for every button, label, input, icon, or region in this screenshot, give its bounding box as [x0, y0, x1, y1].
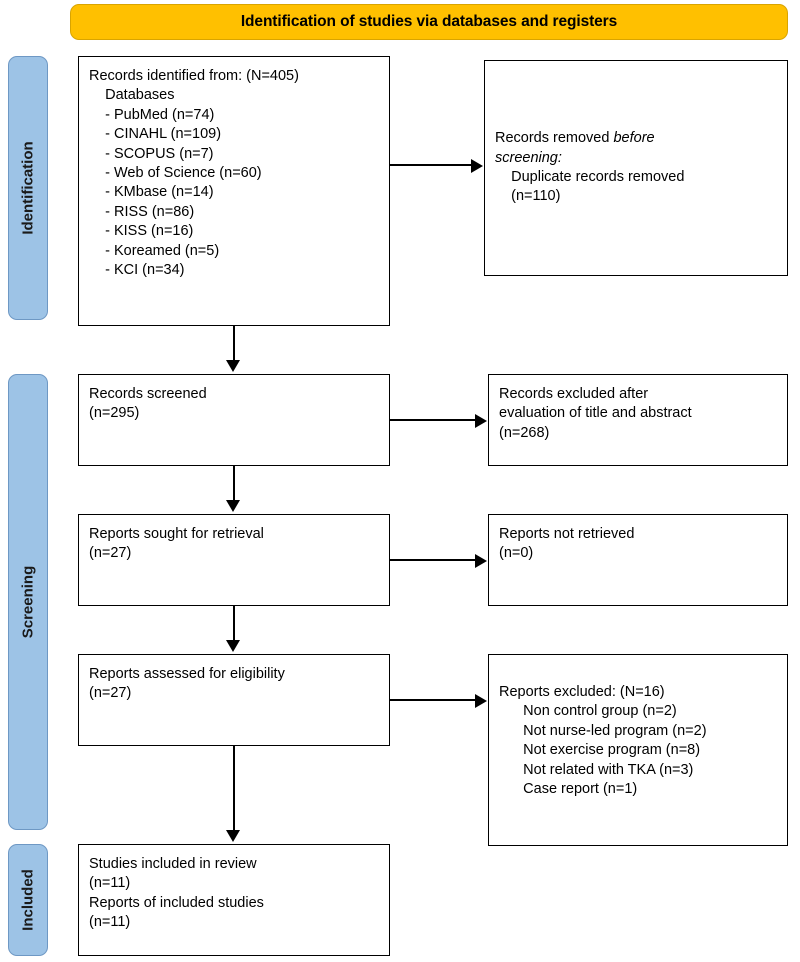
stage-rail-identification: Identification [8, 56, 48, 320]
connector-assessed-to-included [233, 746, 235, 832]
box-reports-excluded-eligibility-text: Reports excluded: (N=16) Non control gro… [499, 684, 707, 798]
records-removed-before: before [613, 130, 655, 147]
connector-screened-to-excluded [390, 419, 476, 421]
box-studies-included: Studies included in review (n=11) Report… [78, 844, 390, 956]
diagram-banner: Identification of studies via databases … [70, 4, 788, 40]
box-reports-not-retrieved: Reports not retrieved (n=0) [488, 514, 788, 606]
connector-screened-to-sought [233, 466, 235, 502]
box-reports-sought-text: Reports sought for retrieval (n=27) [89, 526, 264, 562]
arrowhead-sought-to-assessed-icon [226, 640, 240, 652]
box-reports-excluded-eligibility: Reports excluded: (N=16) Non control gro… [488, 654, 788, 846]
stage-label-included: Included [19, 869, 37, 931]
arrowhead-identified-to-removed-icon [471, 159, 483, 173]
box-reports-not-retrieved-text: Reports not retrieved (n=0) [499, 526, 635, 562]
arrowhead-assessed-to-excluded-eligibility-icon [475, 694, 487, 708]
connector-assessed-to-excluded-eligibility [390, 699, 476, 701]
box-records-screened: Records screened (n=295) [78, 374, 390, 466]
box-reports-assessed-text: Reports assessed for eligibility (n=27) [89, 666, 285, 702]
connector-identified-to-removed [390, 164, 472, 166]
box-records-screened-text: Records screened (n=295) [89, 386, 207, 422]
arrowhead-screened-to-sought-icon [226, 500, 240, 512]
stage-label-identification: Identification [19, 141, 37, 235]
banner-title: Identification of studies via databases … [240, 13, 618, 30]
stage-rail-included: Included [8, 844, 48, 956]
records-removed-detail: Duplicate records removed (n=110) [511, 169, 685, 205]
connector-sought-to-assessed [233, 606, 235, 642]
box-studies-included-text: Studies included in review (n=11) Report… [89, 856, 264, 931]
arrowhead-screened-to-excluded-icon [475, 414, 487, 428]
box-records-excluded-title-abstract: Records excluded after evaluation of tit… [488, 374, 788, 466]
connector-sought-to-not-retrieved [390, 559, 476, 561]
arrowhead-sought-to-not-retrieved-icon [475, 554, 487, 568]
box-records-identified: Records identified from: (N=405) Databas… [78, 56, 390, 326]
arrowhead-assessed-to-included-icon [226, 830, 240, 842]
stage-label-screening: Screening [19, 565, 37, 639]
box-records-removed: Records removed before screening: Duplic… [484, 60, 788, 276]
box-reports-assessed: Reports assessed for eligibility (n=27) [78, 654, 390, 746]
box-records-identified-text: Records identified from: (N=405) Databas… [89, 68, 299, 279]
stage-rail-screening: Screening [8, 374, 48, 830]
arrowhead-identified-to-screened-icon [226, 360, 240, 372]
connector-identified-to-screened [233, 326, 235, 362]
box-records-excluded-title-abstract-text: Records excluded after evaluation of tit… [499, 386, 692, 441]
box-records-removed-text: Records removed before screening: Duplic… [495, 129, 684, 207]
records-removed-screening: screening: [495, 149, 562, 166]
box-reports-sought: Reports sought for retrieval (n=27) [78, 514, 390, 606]
records-removed-prefix: Records removed [495, 130, 614, 147]
